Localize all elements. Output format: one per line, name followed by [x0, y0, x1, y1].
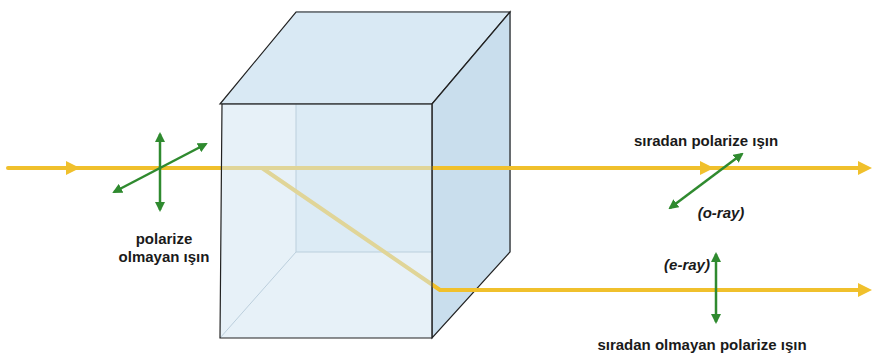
polarization-arrow — [715, 254, 718, 322]
ray-name: (o-ray) — [686, 204, 756, 222]
ray-label: sıradan olmayan polarize ışın — [562, 336, 842, 354]
ray-label: sıradan polarize ışın — [606, 132, 806, 150]
ray-name: (e-ray) — [652, 256, 722, 274]
arrowhead — [858, 161, 872, 175]
polarization-arrow — [159, 134, 162, 210]
arrowhead — [700, 161, 714, 175]
polarization-arrows — [114, 134, 742, 322]
arrowhead — [858, 283, 872, 297]
ray-label: polarize olmayan ışın — [110, 230, 218, 266]
crystal-front-face — [220, 104, 432, 338]
polarization-arrow — [670, 154, 742, 208]
polarization-arrow — [114, 144, 206, 192]
o-ray-beam — [8, 166, 866, 170]
beams — [8, 168, 866, 290]
beam-arrowheads — [66, 161, 872, 297]
arrowhead — [66, 161, 80, 175]
